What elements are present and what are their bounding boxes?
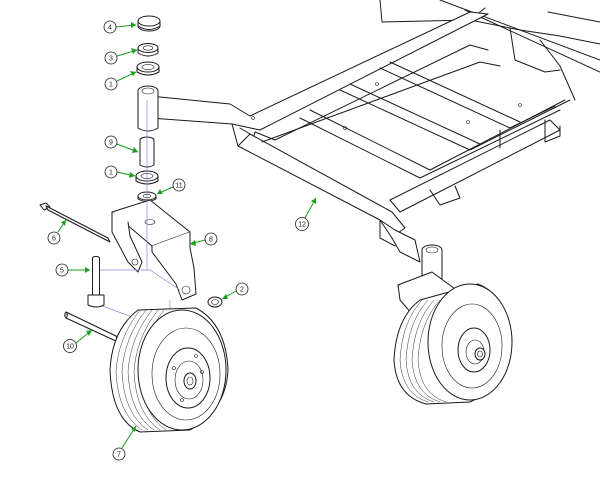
svg-text:12: 12 <box>298 222 306 229</box>
svg-text:2: 2 <box>240 287 244 294</box>
svg-text:1: 1 <box>109 82 113 89</box>
locknut-2 <box>207 296 223 308</box>
svg-text:5: 5 <box>60 268 64 275</box>
svg-text:3: 3 <box>109 56 113 63</box>
right-caster-assembly <box>393 244 513 405</box>
callout-11: 11 <box>156 178 186 195</box>
pivot-tube <box>137 85 159 132</box>
callout-7: 7 <box>112 425 137 461</box>
mower-frame <box>149 0 600 263</box>
svg-text:8: 8 <box>209 237 213 244</box>
svg-text:9: 9 <box>109 140 113 147</box>
svg-text:10: 10 <box>66 344 74 351</box>
svg-text:11: 11 <box>175 183 182 190</box>
svg-text:1: 1 <box>109 170 113 177</box>
dust-cap-4 <box>137 15 161 32</box>
seal-3 <box>137 43 159 57</box>
callout-1-top: 1 <box>104 71 137 91</box>
shoulder-bolt-5 <box>87 255 105 308</box>
callout-1-bottom: 1 <box>104 165 136 179</box>
callout-8: 8 <box>189 232 218 246</box>
caster-fork-8 <box>111 199 197 301</box>
callout-3: 3 <box>104 48 138 65</box>
left-caster-wheel-7 <box>109 307 229 433</box>
callout-5: 5 <box>55 263 90 277</box>
svg-text:6: 6 <box>52 236 56 243</box>
callout-12: 12 <box>295 197 317 231</box>
spacer-rod-10 <box>64 311 119 343</box>
callout-9: 9 <box>104 135 139 153</box>
svg-text:4: 4 <box>108 25 112 32</box>
svg-text:7: 7 <box>117 452 121 459</box>
callout-10: 10 <box>63 329 93 353</box>
callout-2: 2 <box>221 282 249 300</box>
callout-6: 6 <box>47 219 67 245</box>
callouts: 4 3 1 9 1 <box>47 20 317 461</box>
bearing-1-top <box>136 61 160 76</box>
axle-bolt-6 <box>39 202 111 243</box>
callout-4: 4 <box>103 20 137 34</box>
